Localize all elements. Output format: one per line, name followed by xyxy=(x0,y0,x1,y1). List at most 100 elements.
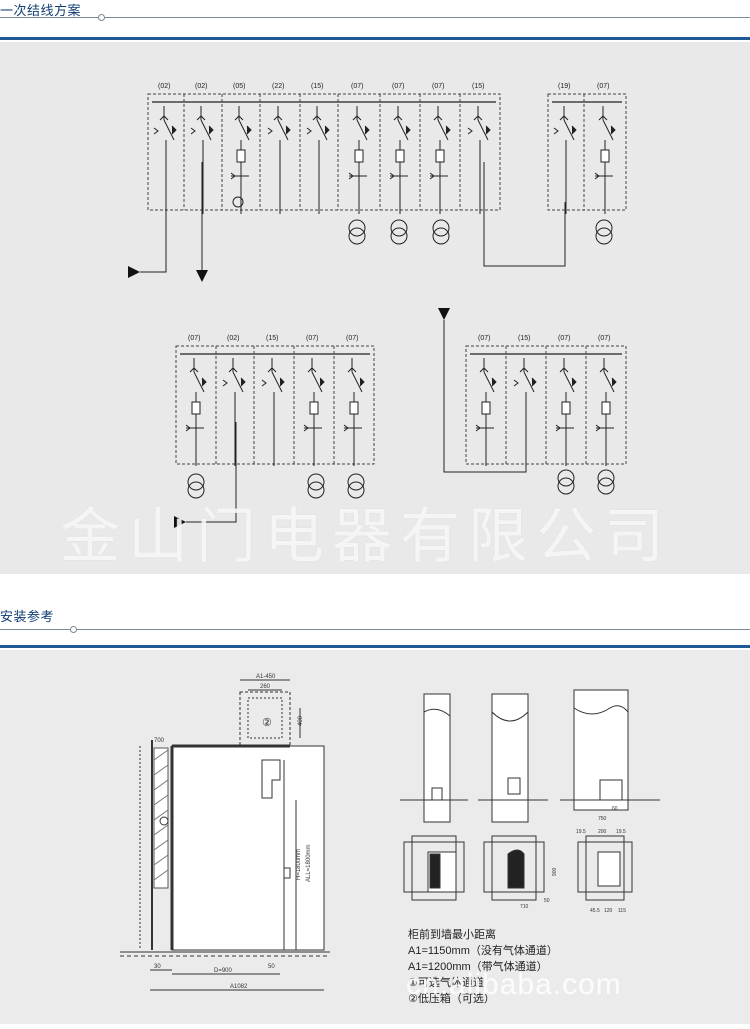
disconnect-switch-icon xyxy=(196,115,206,121)
transformer-icon xyxy=(432,219,450,237)
blue-divider xyxy=(0,37,750,40)
cabinet-code-label: (15) xyxy=(311,83,323,90)
cabinet-group xyxy=(547,93,627,211)
transformer-icon xyxy=(307,481,325,499)
transformer-icon xyxy=(187,481,205,499)
arrow-icon xyxy=(364,125,370,135)
watermark: 金山门电器有限公司 xyxy=(60,502,672,572)
fuse-icon xyxy=(349,401,359,415)
dim-400: 400 xyxy=(298,715,304,726)
arrow-icon xyxy=(246,125,252,135)
cabinet-code-label: (07) xyxy=(597,83,609,90)
dim-260: 260 xyxy=(260,684,271,690)
dim-900: 900 xyxy=(552,867,558,876)
legend-line: ②低压箱（可选） xyxy=(408,993,495,1005)
switch-blade xyxy=(437,119,449,141)
disconnect-switch-icon xyxy=(267,367,277,373)
cabinet-group xyxy=(147,93,501,211)
blue-divider xyxy=(0,645,750,648)
arrow-icon xyxy=(405,125,411,135)
feeder-arrow-icon xyxy=(196,270,208,282)
transformer-icon xyxy=(347,473,365,491)
section-header-install: 安装参考 xyxy=(0,606,750,644)
transformer-icon xyxy=(432,227,450,245)
switch-blade xyxy=(238,119,250,141)
fuse-icon xyxy=(191,401,201,415)
transformer-icon xyxy=(187,473,205,491)
transformer-icon xyxy=(348,219,366,237)
installation-drawing: ② A1-450 260 400 700 H=1800mm ALL=1800mm xyxy=(120,674,660,991)
cabinet-code-label: (02) xyxy=(195,83,207,90)
transformer-icon xyxy=(597,477,615,495)
contact-icon xyxy=(306,127,312,135)
divider xyxy=(0,629,750,630)
disconnect-switch-icon xyxy=(189,367,199,373)
transformer-icon xyxy=(557,477,575,495)
fuse-icon xyxy=(395,149,405,163)
arrow-icon xyxy=(171,125,177,135)
contact-icon xyxy=(553,127,559,135)
arrow-icon xyxy=(491,377,497,387)
cabinet-code-label: (15) xyxy=(266,335,278,342)
cabinet-code-label: (05) xyxy=(233,83,245,90)
transformer-icon xyxy=(307,473,325,491)
switch-blade xyxy=(277,119,289,141)
arrow-icon xyxy=(359,377,365,387)
cabinet-code-label: (07) xyxy=(188,335,200,342)
transformer-icon xyxy=(597,469,615,487)
cabinet-code-label: (15) xyxy=(518,335,530,342)
arrow-icon xyxy=(531,377,537,387)
dim-d: D=900 xyxy=(214,968,233,974)
contact-icon xyxy=(153,127,159,135)
divider-dot xyxy=(98,14,105,21)
arrow-icon xyxy=(324,125,330,135)
dim-a1: A1-450 xyxy=(256,674,276,680)
dim-60: 60 xyxy=(612,806,618,812)
dim-45-5: 45.5 xyxy=(590,908,600,914)
disconnect-switch-icon xyxy=(519,367,529,373)
fuse-icon xyxy=(435,149,445,163)
arrow-icon xyxy=(571,377,577,387)
switch-blade xyxy=(603,371,615,393)
feeder-line xyxy=(140,162,167,273)
arrow-icon xyxy=(571,125,577,135)
arrow-icon xyxy=(208,125,214,135)
dim-30: 30 xyxy=(154,964,161,970)
fuse-icon xyxy=(309,401,319,415)
dim-750: 750 xyxy=(598,816,607,822)
disconnect-switch-icon xyxy=(479,367,489,373)
legend-line: 柜前到墙最小距离 xyxy=(408,929,496,941)
tie-line xyxy=(483,162,566,267)
dim-50: 50 xyxy=(268,964,275,970)
transformer-icon xyxy=(390,219,408,237)
wiring-diagram-panel: (02)(02)(05)(22)(15)(07)(07)(07)(15)(19)… xyxy=(0,42,750,574)
legend-line: A1=1200mm（带气体通道） xyxy=(408,961,548,973)
switch-blade xyxy=(193,371,205,393)
transformer-icon xyxy=(557,469,575,487)
disconnect-switch-icon xyxy=(159,115,169,121)
switch-blade xyxy=(602,119,614,141)
contact-icon xyxy=(267,127,273,135)
switch-blade xyxy=(163,119,175,141)
disconnect-switch-icon xyxy=(393,115,403,121)
fuse-icon xyxy=(236,149,246,163)
divider xyxy=(0,17,750,18)
cabinet-code-label: (22) xyxy=(272,83,284,90)
section-title-wiring: 一次结线方案 xyxy=(0,3,82,18)
fuse-icon xyxy=(601,401,611,415)
watermark-url: cn.alibaba.com xyxy=(406,968,622,1001)
dim-a: A1082 xyxy=(230,984,248,990)
legend-line: A1=1150mm（没有气体通道） xyxy=(408,945,558,957)
disconnect-switch-icon xyxy=(234,115,244,121)
switch-blade xyxy=(232,371,244,393)
fuse-icon xyxy=(561,401,571,415)
primary-wiring-diagram: (02)(02)(05)(22)(15)(07)(07)(07)(15)(19)… xyxy=(128,83,627,528)
section-title-install: 安装参考 xyxy=(0,609,55,624)
transformer-icon xyxy=(595,219,613,237)
installation-panel: ② A1-450 260 400 700 H=1800mm ALL=1800mm xyxy=(0,650,750,1024)
disconnect-switch-icon xyxy=(312,115,322,121)
transformer-icon xyxy=(595,227,613,245)
switch-blade xyxy=(397,119,409,141)
earth-icon xyxy=(232,196,244,208)
cabinet-group xyxy=(175,345,375,465)
